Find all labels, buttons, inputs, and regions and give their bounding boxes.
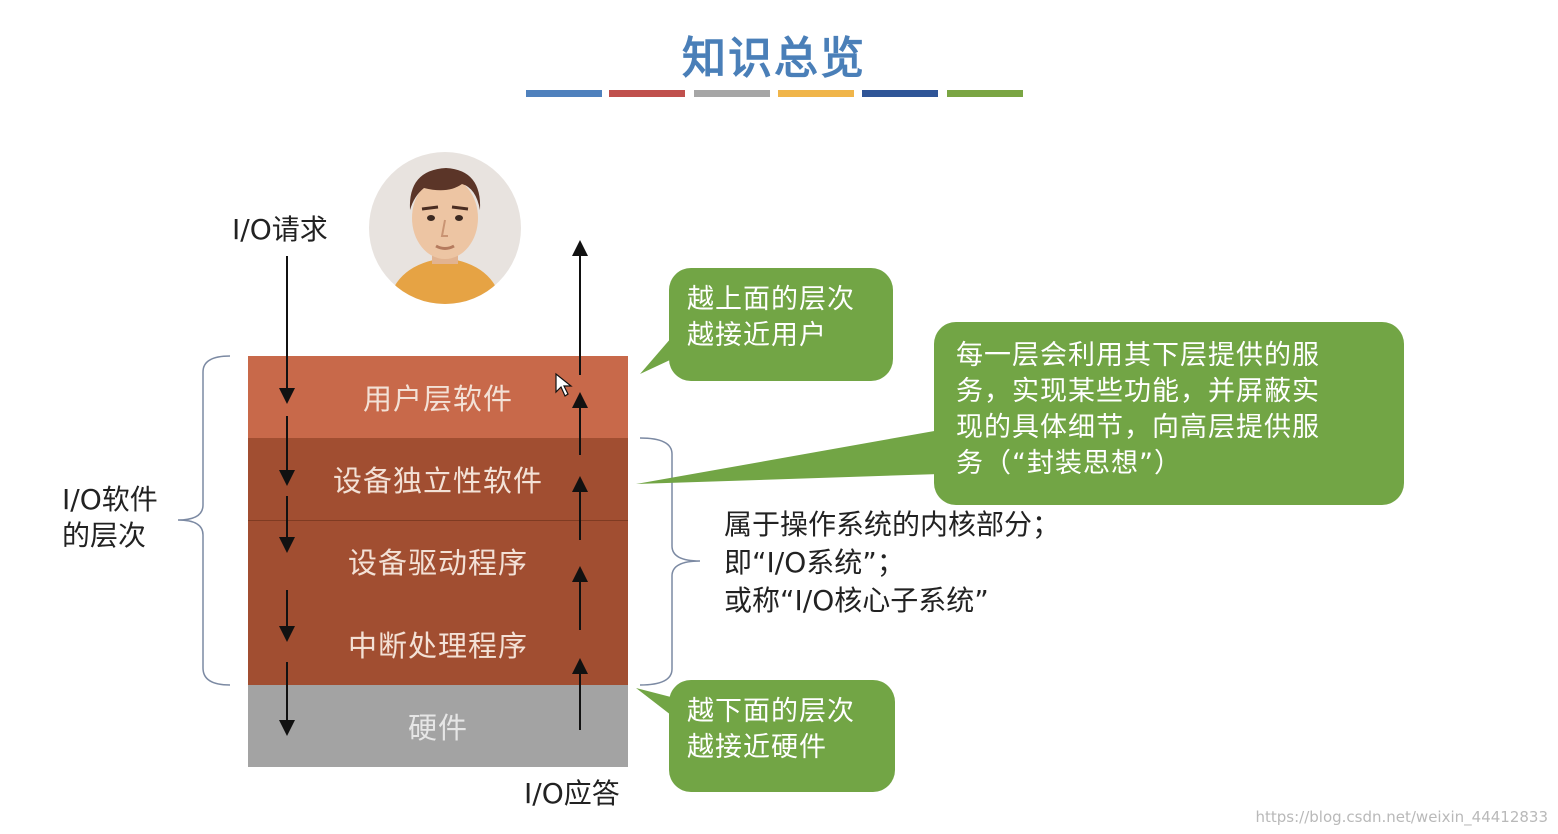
kernel-note-line3: 或称“I/O核心子系统” xyxy=(724,584,989,617)
title-stripe-2 xyxy=(609,90,685,97)
layer-user-software: 用户层软件 xyxy=(248,356,628,438)
kernel-note: 属于操作系统的内核部分； 即“I/O系统”； 或称“I/O核心子系统” xyxy=(724,506,1060,620)
io-software-levels-label: I/O软件 的层次 xyxy=(62,482,158,554)
bubble-layer-service-line4: 务（“封装思想”） xyxy=(956,448,1182,479)
layer-device-independent-label: 设备独立性软件 xyxy=(332,464,543,498)
io-request-label: I/O请求 xyxy=(232,213,328,246)
io-software-levels-line1: I/O软件 xyxy=(62,483,158,516)
layer-interrupt-handler: 中断处理程序 xyxy=(248,602,628,685)
bubble-closer-to-user-line2: 越接近用户 xyxy=(687,320,827,351)
bubble-layer-service-line1: 每一层会利用其下层提供的服 xyxy=(956,340,1320,371)
layer-hardware: 硬件 xyxy=(248,685,628,767)
person-avatar-icon xyxy=(369,152,521,304)
bubble-closer-to-hardware-line1: 越下面的层次 xyxy=(687,696,855,727)
bubble-closer-to-hardware: 越下面的层次 越接近硬件 xyxy=(669,680,895,792)
layer-device-driver: 设备驱动程序 xyxy=(248,520,628,602)
io-software-levels-line2: 的层次 xyxy=(62,519,147,552)
bubble-layer-service-line3: 现的具体细节，向高层提供服 xyxy=(956,412,1320,443)
layer-kernel-group xyxy=(248,438,628,685)
title-stripe-1 xyxy=(526,90,602,97)
bubble-closer-to-user-line1: 越上面的层次 xyxy=(687,284,855,315)
layer-interrupt-handler-label: 中断处理程序 xyxy=(347,628,528,663)
layer-user-software-label: 用户层软件 xyxy=(362,382,513,416)
page-title: 知识总览 xyxy=(682,33,866,84)
right-brace xyxy=(639,437,701,686)
title-stripe-6 xyxy=(947,90,1023,97)
layer-hardware-label: 硬件 xyxy=(407,711,468,745)
kernel-note-line2: 即“I/O系统”； xyxy=(724,546,905,579)
bubble-layer-service: 每一层会利用其下层提供的服 务，实现某些功能，并屏蔽实 现的具体细节，向高层提供… xyxy=(934,322,1404,505)
title-stripe-3 xyxy=(694,90,770,97)
kernel-note-line1: 属于操作系统的内核部分； xyxy=(724,508,1061,541)
layer-divider xyxy=(248,520,628,521)
title-stripe-4 xyxy=(778,90,854,97)
watermark: https://blog.csdn.net/weixin_44412833 xyxy=(1255,808,1548,826)
layer-device-independent: 设备独立性软件 xyxy=(248,438,628,520)
mouse-pointer-icon xyxy=(555,372,573,397)
layer-device-driver-label: 设备驱动程序 xyxy=(347,546,528,580)
bubble-service-tail xyxy=(636,430,940,484)
left-brace xyxy=(177,355,231,686)
bubble-closer-to-user: 越上面的层次 越接近用户 xyxy=(669,268,893,381)
bubble-layer-service-line2: 务，实现某些功能，并屏蔽实 xyxy=(956,376,1320,407)
title-stripe-5 xyxy=(862,90,938,97)
io-response-label: I/O应答 xyxy=(524,777,620,810)
bubble-closer-to-hardware-line2: 越接近硬件 xyxy=(687,732,827,763)
